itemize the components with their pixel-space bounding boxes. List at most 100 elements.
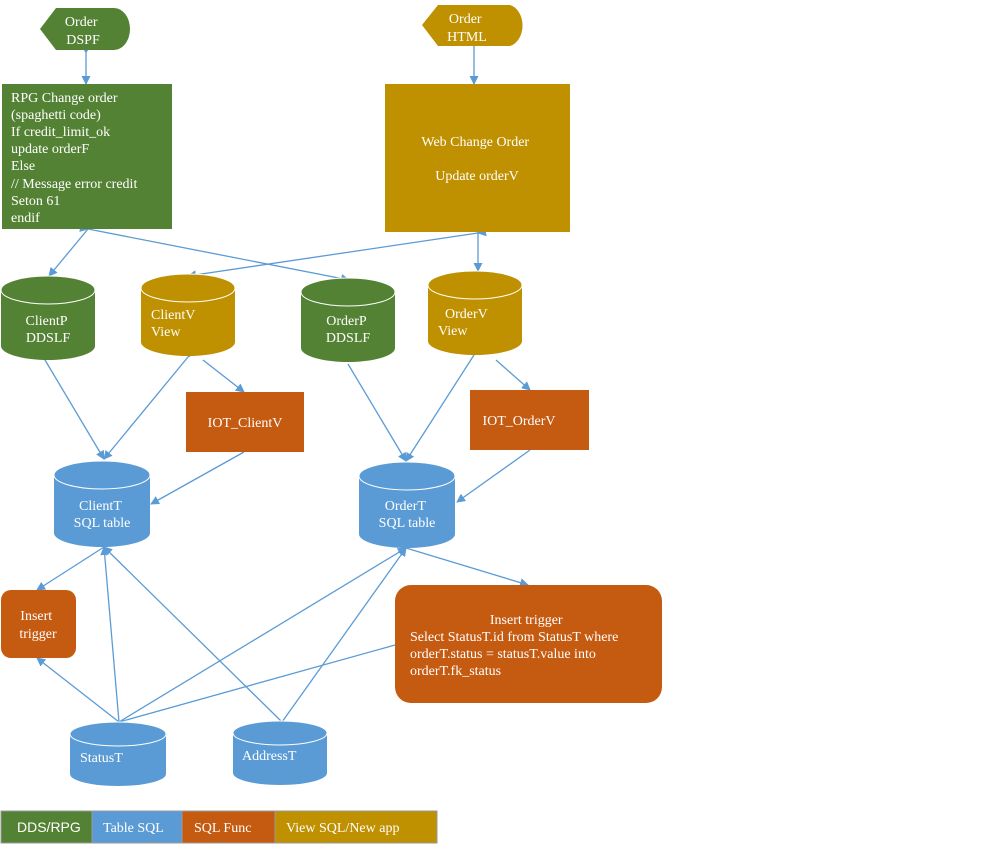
edge-orderp-ordert (347, 363, 407, 462)
display-shape (422, 5, 523, 46)
statust-cylinder: StatusT (69, 721, 167, 786)
edge-rpg-orderp (79, 223, 350, 283)
svg-text:IOT_ClientV: IOT_ClientV (208, 416, 283, 431)
legend: DDS/RPG Table SQL SQL Func View SQL/New … (0, 810, 438, 844)
rpg-line: update orderF (11, 142, 89, 157)
svg-text:RPG Change order (spaghe: RPG Change order (spaghetti code) If cre… (11, 91, 141, 226)
svg-text:Insert trigger: Insert trigger (19, 609, 57, 642)
insert-trigger-big-node: Insert trigger Select StatusT.id from St… (395, 585, 662, 703)
legend-swatch-dds-rpg (0, 810, 93, 844)
rpg-line: endif (11, 211, 40, 226)
clientt-line: ClientT (79, 499, 122, 514)
order-dspf-line: DSPF (66, 33, 100, 48)
web-box (385, 84, 570, 232)
web-line: Web Change Order (421, 135, 529, 150)
edge-clientv-clientt (103, 347, 197, 460)
svg-text:Web Change Order Update: Web Change Order Update orderV (421, 135, 532, 184)
rpg-box (2, 84, 172, 229)
edge-rpg-clientp (48, 219, 97, 277)
rpg-line: RPG Change order (11, 91, 118, 106)
edges (36, 38, 531, 723)
order-dspf-line: Order (65, 15, 98, 30)
orderp-line: DDSLF (326, 331, 371, 346)
clientv-line: ClientV (151, 308, 195, 323)
order-html-node: Order HTML (422, 5, 523, 46)
addresst-label: AddressT (242, 749, 297, 764)
legend-label: View SQL/New app (286, 821, 399, 836)
svg-text:IOT_OrderV: IOT_OrderV (482, 414, 555, 429)
edge-orderv-iot (495, 359, 531, 391)
clientp-cylinder: ClientP DDSLF (0, 275, 96, 360)
svg-text:AddressT: AddressT (242, 749, 297, 764)
iot-orderv-label: IOT_OrderV (482, 414, 555, 429)
legend-swatch-view-sql (274, 810, 438, 844)
big-trigger-line: Select StatusT.id from StatusT where (410, 630, 618, 645)
clientp-line: ClientP (26, 314, 68, 329)
svg-text:OrderP DDSLF: OrderP DDSLF (326, 314, 371, 346)
insert-trigger-small-node: Insert trigger (1, 590, 76, 658)
legend-swatch-sql-func (181, 810, 276, 844)
ordert-line: SQL table (379, 516, 436, 531)
edge-addresst-clientt (103, 546, 283, 723)
clientp-line: DDSLF (26, 331, 71, 346)
edge-clientv-iot (202, 359, 245, 393)
orderv-line: OrderV (445, 307, 488, 322)
iot-clientv-node: IOT_ClientV (186, 392, 304, 452)
edge-clientp-clientt (37, 350, 105, 460)
small-trigger-line: Insert (20, 609, 52, 624)
edge-orderv-ordert (405, 345, 483, 462)
edge-web-clientv (187, 227, 487, 280)
clientt-cylinder: ClientT SQL table (53, 460, 151, 547)
rpg-change-order-node: RPG Change order (spaghetti code) If cre… (2, 84, 172, 229)
svg-text:OrderT SQL table: OrderT SQL table (379, 499, 436, 531)
edge-addresst-ordert (281, 547, 407, 723)
rpg-line: If credit_limit_ok (11, 125, 110, 140)
big-trigger-line: orderT.fk_status (410, 664, 501, 679)
web-change-order-node: Web Change Order Update orderV (385, 84, 570, 232)
addresst-cylinder: AddressT (232, 720, 328, 785)
legend-swatch-table-sql (91, 810, 183, 844)
edge-statust-clientt (100, 546, 120, 723)
rpg-line: // Message error credit (11, 177, 137, 192)
order-dspf-node: Order DSPF (40, 8, 130, 50)
ordert-line: OrderT (385, 499, 427, 514)
edge-iot-clientt (150, 451, 245, 505)
legend-label: DDS/RPG (17, 819, 81, 835)
orderp-cylinder: OrderP DDSLF (300, 277, 396, 362)
big-trigger-line: orderT.status = statusT.value into (410, 647, 596, 662)
ordert-cylinder: OrderT SQL table (358, 461, 456, 548)
clientv-cylinder: ClientV View (140, 273, 236, 356)
rpg-line: Seton 61 (11, 194, 60, 209)
statust-label: StatusT (80, 751, 123, 766)
legend-label: SQL Func (194, 821, 251, 836)
svg-text:ClientP DDSLF: ClientP DDSLF (26, 314, 71, 346)
svg-text:OrderV View: OrderV View (438, 307, 491, 339)
orderv-line: View (438, 324, 468, 339)
small-trigger-line: trigger (19, 627, 57, 642)
orderv-cylinder: OrderV View (427, 270, 523, 355)
iot-clientv-label: IOT_ClientV (208, 416, 283, 431)
order-html-line: HTML (447, 30, 487, 45)
edge-statust-ordert (118, 547, 407, 723)
edge-clientt-trigger (36, 546, 105, 591)
edge-ordert-trigger (405, 547, 529, 587)
svg-text:Order DSPF: Order DSPF (65, 15, 101, 48)
edge-iot-ordert (456, 449, 531, 503)
legend-label: Table SQL (103, 821, 164, 836)
svg-text:ClientV View: ClientV View (151, 308, 199, 340)
order-html-line: Order (449, 12, 482, 27)
rpg-line: (spaghetti code) (11, 108, 101, 123)
web-line: Update orderV (435, 169, 519, 184)
clientv-line: View (151, 325, 181, 340)
iot-orderv-node: IOT_OrderV (470, 390, 589, 450)
edge-bigtrigger-statust (118, 644, 396, 723)
svg-text:Order HTML: Order HTML (447, 12, 487, 45)
rpg-line: Else (11, 159, 35, 174)
orderp-line: OrderP (326, 314, 367, 329)
svg-text:Insert trigger Select St: Insert trigger Select StatusT.id from St… (410, 613, 622, 679)
svg-text:ClientT SQL table: ClientT SQL table (74, 499, 131, 531)
display-shape (40, 8, 130, 50)
big-trigger-line: Insert trigger (490, 613, 563, 628)
svg-text:StatusT: StatusT (80, 751, 123, 766)
clientt-line: SQL table (74, 516, 131, 531)
